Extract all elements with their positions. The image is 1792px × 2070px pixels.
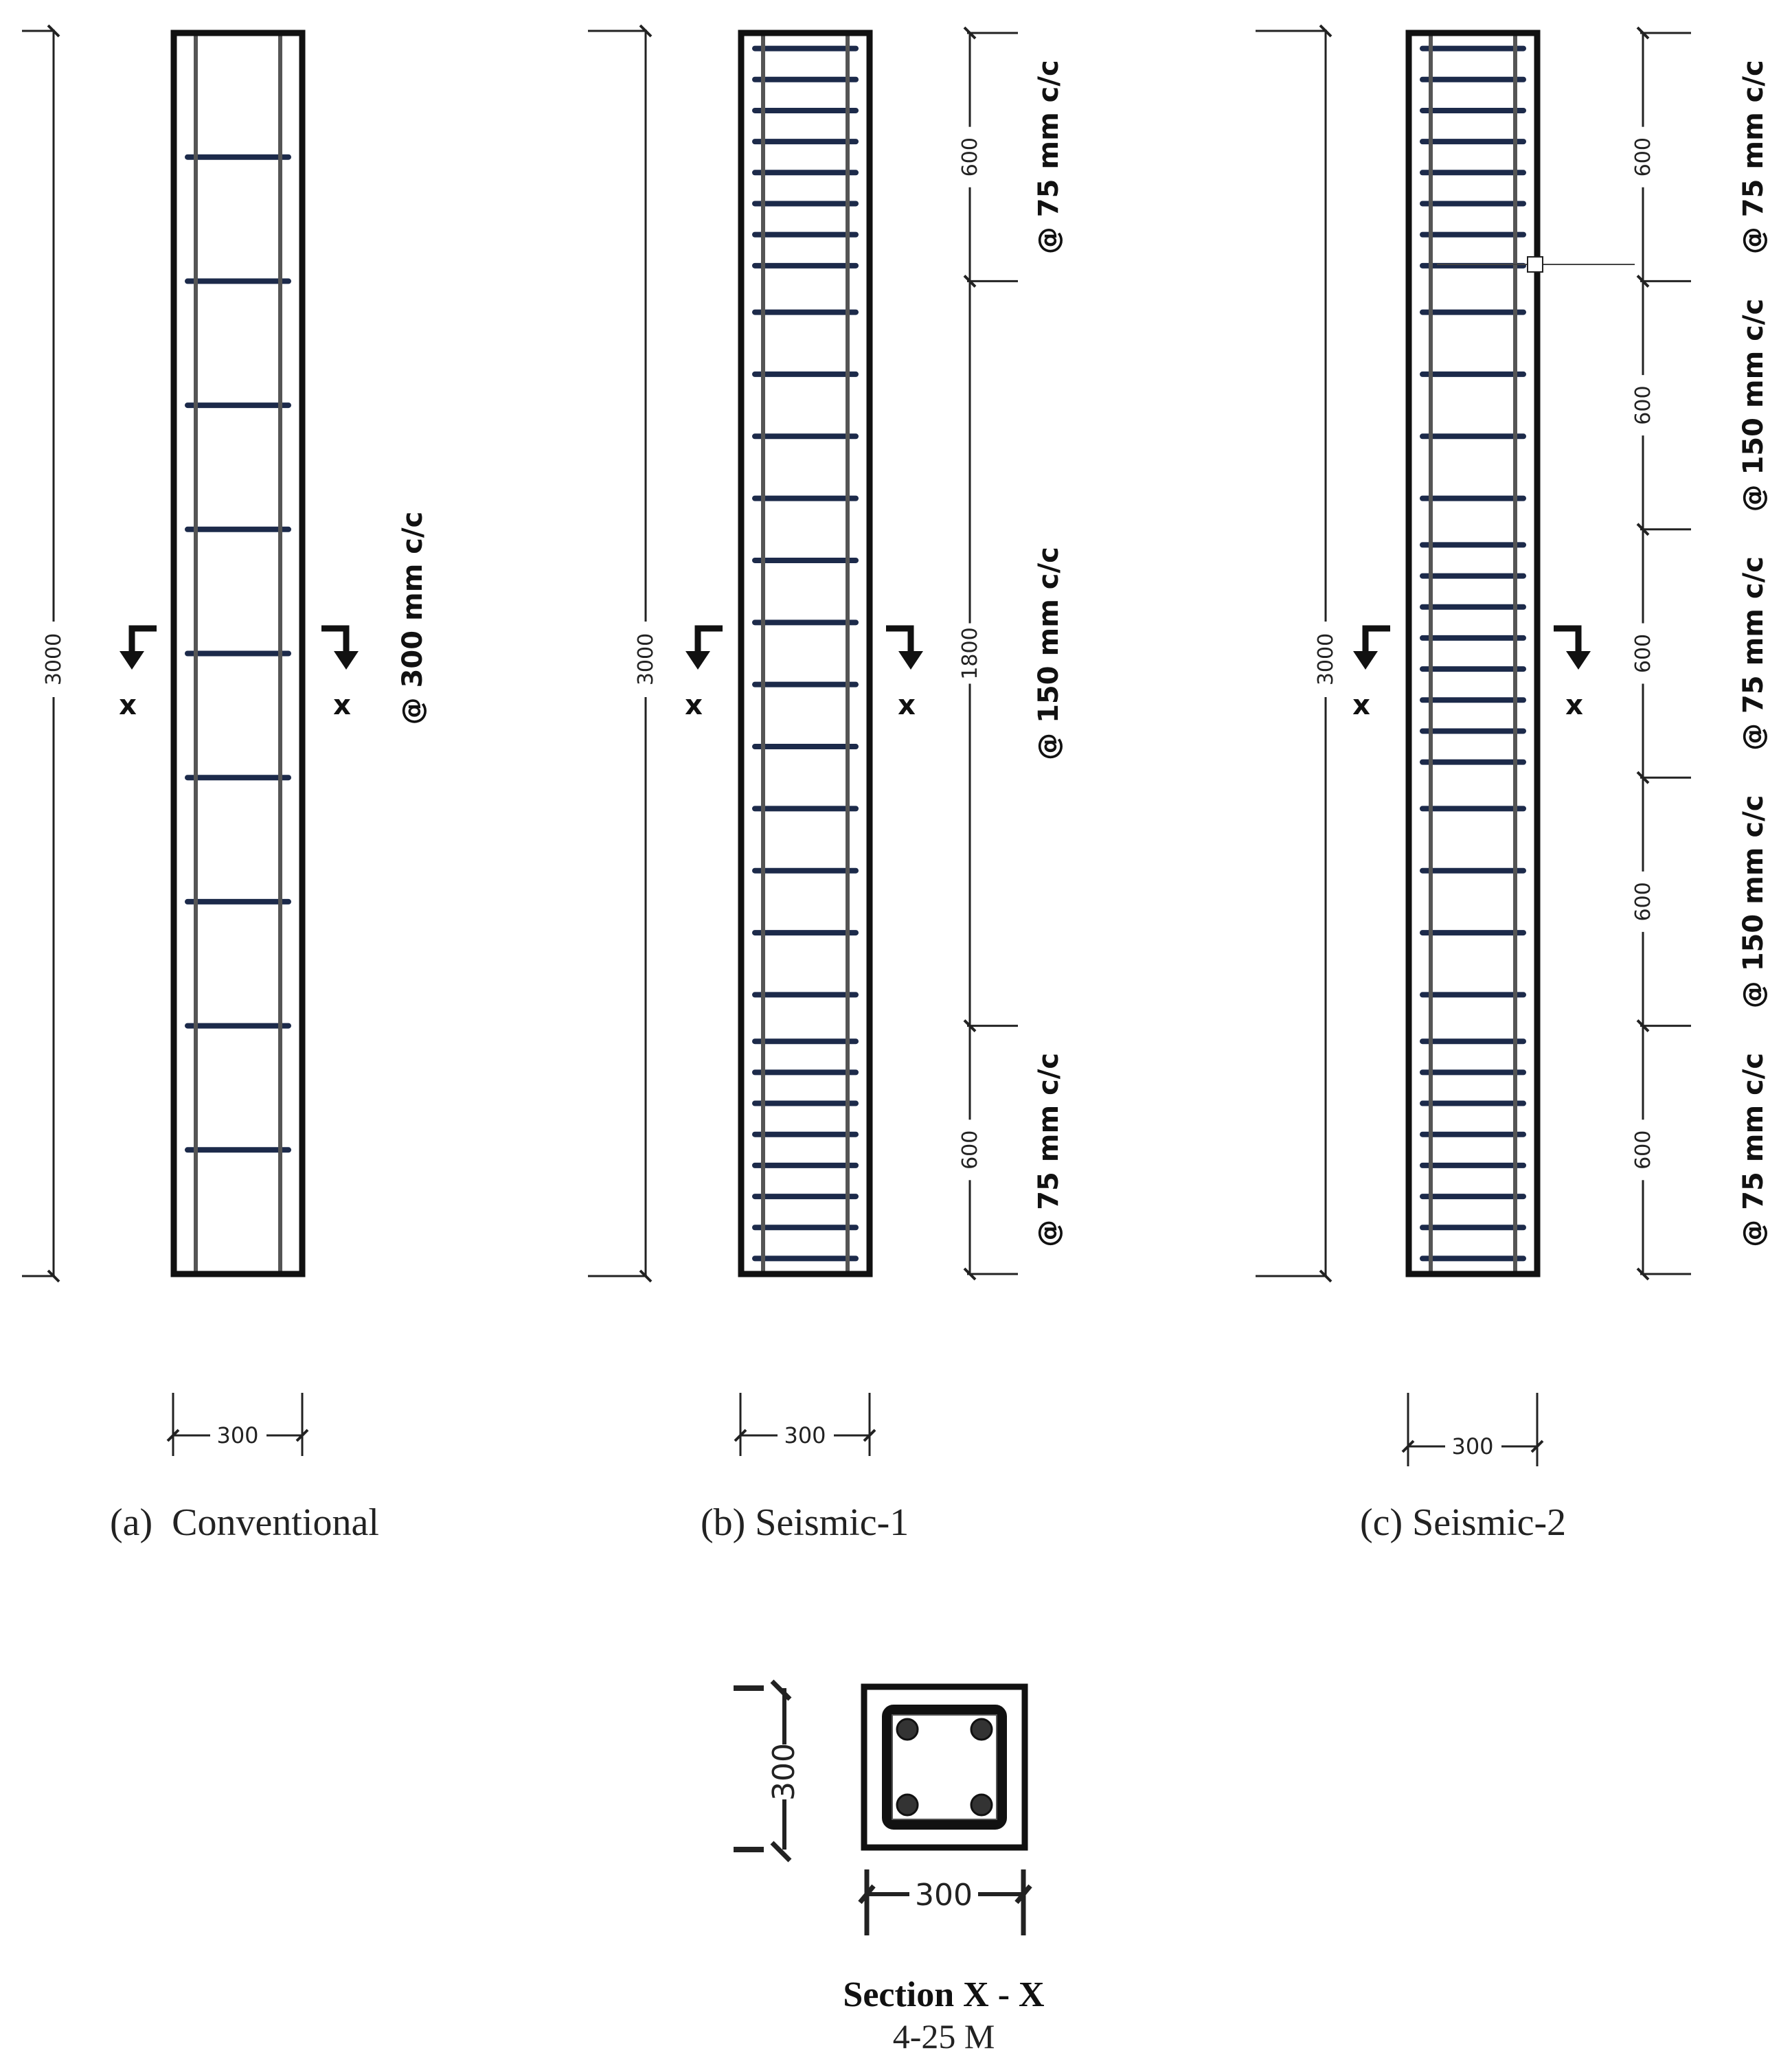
zone-spacing-label: @ 75 mm c/c <box>1738 60 1769 254</box>
section-arrow-left-c: x <box>1352 625 1390 721</box>
section-mark-left-b: x <box>685 690 703 721</box>
dim-width-label-c: 300 <box>1451 1433 1493 1459</box>
section-height-label: 300 <box>767 1743 802 1801</box>
dim-width-tick-left-c <box>1401 1440 1415 1453</box>
zone-dim-tick <box>963 26 977 40</box>
rebar-top-right <box>970 1718 993 1741</box>
zone-length-label: 600 <box>958 1130 982 1170</box>
zone-length-label-bg <box>1631 623 1655 684</box>
zone-dim-tick <box>963 1267 977 1281</box>
rebar-bottom-right <box>970 1793 993 1817</box>
dim-tick-bottom-c <box>1319 1269 1332 1283</box>
dim-tick-top-c <box>1319 24 1332 38</box>
zone-length-label-bg <box>1631 871 1655 932</box>
section-arrow-right-a: x <box>321 625 359 721</box>
zone-length-label: 1800 <box>958 627 982 679</box>
section-mark-left-c: x <box>1352 690 1370 721</box>
dim-width-tick-right-b <box>863 1429 876 1442</box>
dim-width-tick-left-a <box>166 1429 180 1442</box>
dim-height-label-c: 3000 <box>1314 633 1338 685</box>
zone-length-label: 600 <box>1631 385 1655 424</box>
section-tie <box>882 1705 1007 1830</box>
dim-width-tick-left-b <box>734 1429 747 1442</box>
zone-spacing-label: @ 75 mm c/c <box>1738 1053 1769 1247</box>
caption-a: (a) Conventional <box>110 1501 379 1544</box>
zone-dimensions-c: 600 @ 75 mm c/c 600 @ 150 mm c/c 600 @ 75 mm … <box>1631 26 1769 1281</box>
section-mark-right-a: x <box>333 690 351 721</box>
column-outline <box>170 30 306 1277</box>
zone-length-label-bg <box>957 1119 982 1181</box>
dim-width-label-a: 300 <box>216 1422 258 1448</box>
zone-spacing-label: @ 75 mm c/c <box>1033 60 1065 254</box>
section-mark-right-c: x <box>1565 690 1583 721</box>
column-body-c <box>1405 30 1541 1277</box>
column-body-a <box>170 30 306 1277</box>
zone-spacing-label: @ 150 mm c/c <box>1033 547 1065 760</box>
column-outline <box>738 30 873 1277</box>
dim-width-label-b: 300 <box>784 1422 826 1448</box>
column-body-b <box>738 30 873 1277</box>
section-width-label: 300 <box>915 1878 973 1913</box>
dim-height-label-bg-b <box>633 622 658 697</box>
cross-section: 300 300 Section X - X 4-25 M <box>734 1679 1045 2056</box>
section-subtitle: 4-25 M <box>893 2017 995 2056</box>
section-arrow-left-b: x <box>685 625 723 721</box>
section-dim-width: 300 <box>858 1869 1032 1935</box>
dim-tick-bottom-a <box>47 1269 60 1283</box>
rebar-top-left <box>896 1718 919 1741</box>
zone-spacing-label: @ 75 mm c/c <box>1738 556 1769 751</box>
dim-width-tick-right-c <box>1530 1440 1544 1453</box>
dim-width-tick-right-a <box>295 1429 309 1442</box>
dim-tick-top-a <box>47 24 60 38</box>
zone-dim-tick <box>1636 274 1650 288</box>
dim-height-label-bg-c <box>1313 622 1338 697</box>
zone-length-label-bg <box>1631 375 1655 436</box>
zone-length-label: 600 <box>1631 882 1655 921</box>
section-mark-left-a: x <box>119 690 137 721</box>
section-outer-outline <box>861 1683 1028 1851</box>
zone-spacing-label: @ 150 mm c/c <box>1738 299 1769 512</box>
dim-tick-top-b <box>639 24 653 38</box>
zone-spacing-label: @ 150 mm c/c <box>1738 795 1769 1009</box>
caption-b: (b) Seismic-1 <box>701 1501 909 1544</box>
zone-dim-tick <box>1636 1267 1650 1281</box>
zone-length-label-bg <box>957 126 982 187</box>
zone-dimensions-b: 600 @ 75 mm c/c 1800 @ 150 mm c/c 600 @ 75 mm… <box>957 26 1065 1281</box>
zone-dim-tick <box>963 274 977 288</box>
zone-length-label: 600 <box>1631 137 1655 177</box>
zone-dim-tick <box>963 1019 977 1033</box>
tie-spacing-label-a: @ 300 mm c/c <box>397 512 429 725</box>
section-tie-inner <box>892 1714 997 1820</box>
zone-dim-tick <box>1636 771 1650 784</box>
caption-c: (c) Seismic-2 <box>1360 1501 1566 1544</box>
section-mark-right-b: x <box>898 690 916 721</box>
column-outline <box>1405 30 1541 1277</box>
dim-height-label-bg-a <box>41 622 66 697</box>
zone-length-label-bg <box>957 623 982 684</box>
zone-dim-tick <box>1636 26 1650 40</box>
section-arrow-left-a: x <box>119 625 157 721</box>
dim-height-label-b: 3000 <box>634 633 658 685</box>
zone-length-label: 600 <box>1631 1130 1655 1170</box>
cursor-marker <box>1437 256 1635 273</box>
zone-length-label: 600 <box>1631 634 1655 673</box>
zone-dim-tick <box>1636 523 1650 536</box>
zone-length-label-bg <box>1631 126 1655 187</box>
dim-tick-bottom-b <box>639 1269 653 1283</box>
zone-length-label-bg <box>1631 1119 1655 1181</box>
zone-dim-tick <box>1636 1019 1650 1033</box>
section-arrow-right-c: x <box>1554 625 1591 721</box>
zone-spacing-label: @ 75 mm c/c <box>1033 1053 1065 1247</box>
rebar-bottom-left <box>896 1793 919 1817</box>
column-a: 3000 x x @ 300 mm c/c 300 (a) Convention… <box>22 24 429 1544</box>
section-title: Section X - X <box>843 1975 1044 2014</box>
section-arrow-right-b: x <box>886 625 923 721</box>
section-dim-height: 300 <box>734 1679 802 1863</box>
dim-height-label-a: 3000 <box>42 633 66 685</box>
zone-length-label: 600 <box>958 137 982 177</box>
